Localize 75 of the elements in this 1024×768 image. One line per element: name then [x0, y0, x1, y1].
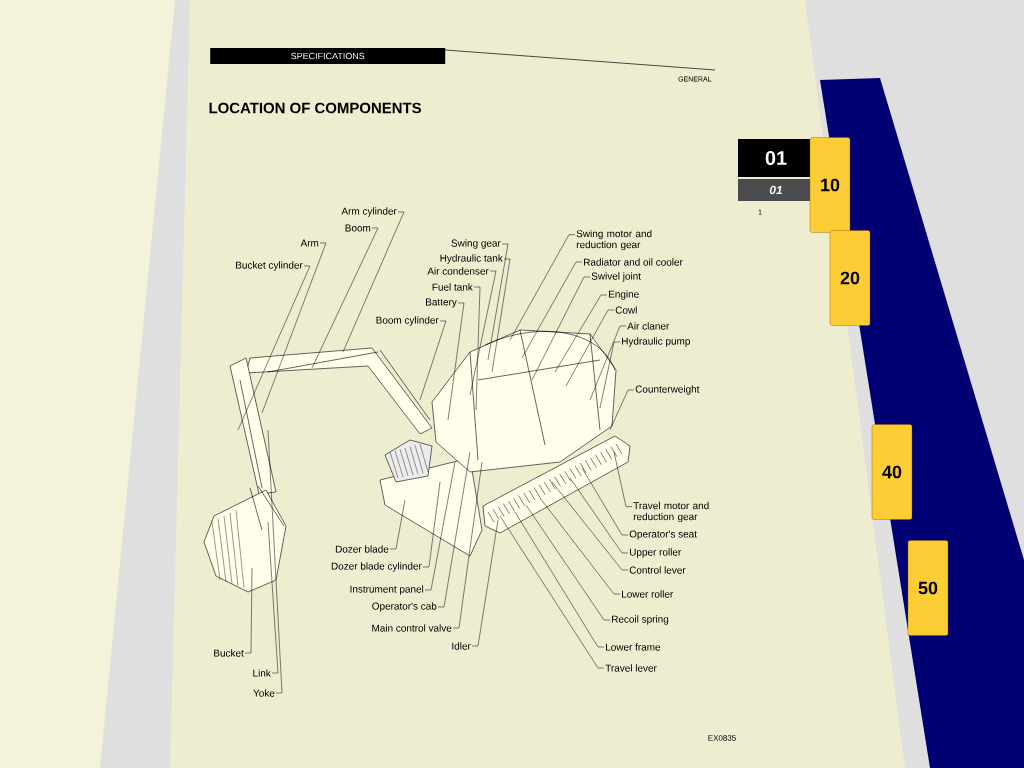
- component-label: Idler: [452, 642, 471, 650]
- component-label: Yoke: [253, 689, 275, 697]
- leader-line: [487, 243, 509, 361]
- component-label: Counterweight: [635, 385, 700, 395]
- component-label: Arm: [300, 239, 319, 247]
- leader-line: [491, 258, 511, 373]
- leader-line: [424, 461, 456, 591]
- leader-line: [551, 481, 629, 571]
- leader-line: [267, 521, 279, 674]
- leader-line: [471, 519, 499, 647]
- leader-line: [539, 497, 621, 595]
- leader-line: [447, 302, 465, 421]
- leader-line: [261, 242, 327, 414]
- leader-line: [437, 451, 471, 608]
- leader-line: [267, 429, 283, 694]
- component-label: Instrument panel: [350, 585, 424, 595]
- component-label: Air condenser: [427, 267, 489, 275]
- component-label: Dozer blade cylinder: [331, 562, 422, 572]
- component-label: Swing motor and reduction gear: [576, 229, 652, 251]
- leader-line: [237, 265, 311, 431]
- leader-line: [599, 341, 621, 409]
- leader-line: [473, 286, 481, 411]
- leader-line: [514, 511, 605, 648]
- leader-line: [565, 309, 615, 387]
- leader-line: [452, 461, 483, 629]
- index-tab: 40: [871, 424, 913, 520]
- component-label: Dozer blade: [335, 545, 389, 553]
- component-label: Boom cylinder: [376, 316, 439, 326]
- leader-line: [342, 211, 405, 353]
- leader-line: [609, 389, 635, 431]
- chapter-tab: 01: [738, 139, 814, 177]
- index-tab: 50: [907, 540, 949, 636]
- component-label: Air claner: [627, 322, 670, 330]
- component-label: Operator's cab: [372, 602, 437, 612]
- leader-line: [581, 467, 629, 536]
- component-label: Main control valve: [372, 624, 452, 632]
- leader-line: [499, 515, 605, 669]
- component-label: Lower roller: [622, 590, 674, 598]
- leader-line: [389, 499, 406, 550]
- component-label: Arm cylinder: [341, 207, 397, 217]
- component-label: Travel motor and reduction gear: [633, 501, 709, 523]
- component-label: Recoil spring: [612, 615, 669, 625]
- component-label: Swing gear: [451, 239, 501, 249]
- leader-line: [469, 270, 497, 396]
- component-label: Bucket cylinder: [236, 261, 303, 271]
- leader-line: [589, 325, 627, 401]
- component-label: Upper roller: [629, 548, 682, 558]
- component-label: Bucket: [214, 649, 244, 657]
- leader-line: [569, 477, 629, 554]
- leader-line: [422, 481, 441, 568]
- leader-line: [525, 504, 611, 621]
- component-label: Link: [253, 669, 271, 677]
- component-label: Fuel tank: [432, 283, 473, 291]
- leader-line: [311, 227, 379, 369]
- chapter-tab: 01: [738, 179, 814, 201]
- index-tab: 10: [809, 137, 851, 233]
- component-label: Control lever: [629, 566, 686, 574]
- leader-line: [244, 567, 253, 654]
- component-label: Swivel joint: [591, 272, 641, 282]
- leader-line: [554, 294, 608, 373]
- component-label: Hydraulic tank: [440, 254, 503, 264]
- index-tab: 20: [829, 230, 871, 326]
- component-label: Engine: [609, 290, 639, 300]
- component-label: Lower frame: [606, 643, 661, 651]
- component-label: Battery: [426, 298, 457, 308]
- section-banner: SPECIFICATIONS: [210, 48, 446, 64]
- leader-line: [613, 451, 633, 507]
- component-label: Radiator and oil cooler: [584, 258, 683, 266]
- component-label: Cowl: [615, 306, 637, 314]
- leader-line: [419, 320, 447, 401]
- component-label: Travel lever: [605, 664, 657, 672]
- component-label: Hydraulic pump: [622, 337, 690, 347]
- title: LOCATION OF COMPONENTS: [209, 102, 421, 114]
- component-label: Boom: [345, 224, 371, 232]
- component-label: Operator's seat: [629, 530, 697, 540]
